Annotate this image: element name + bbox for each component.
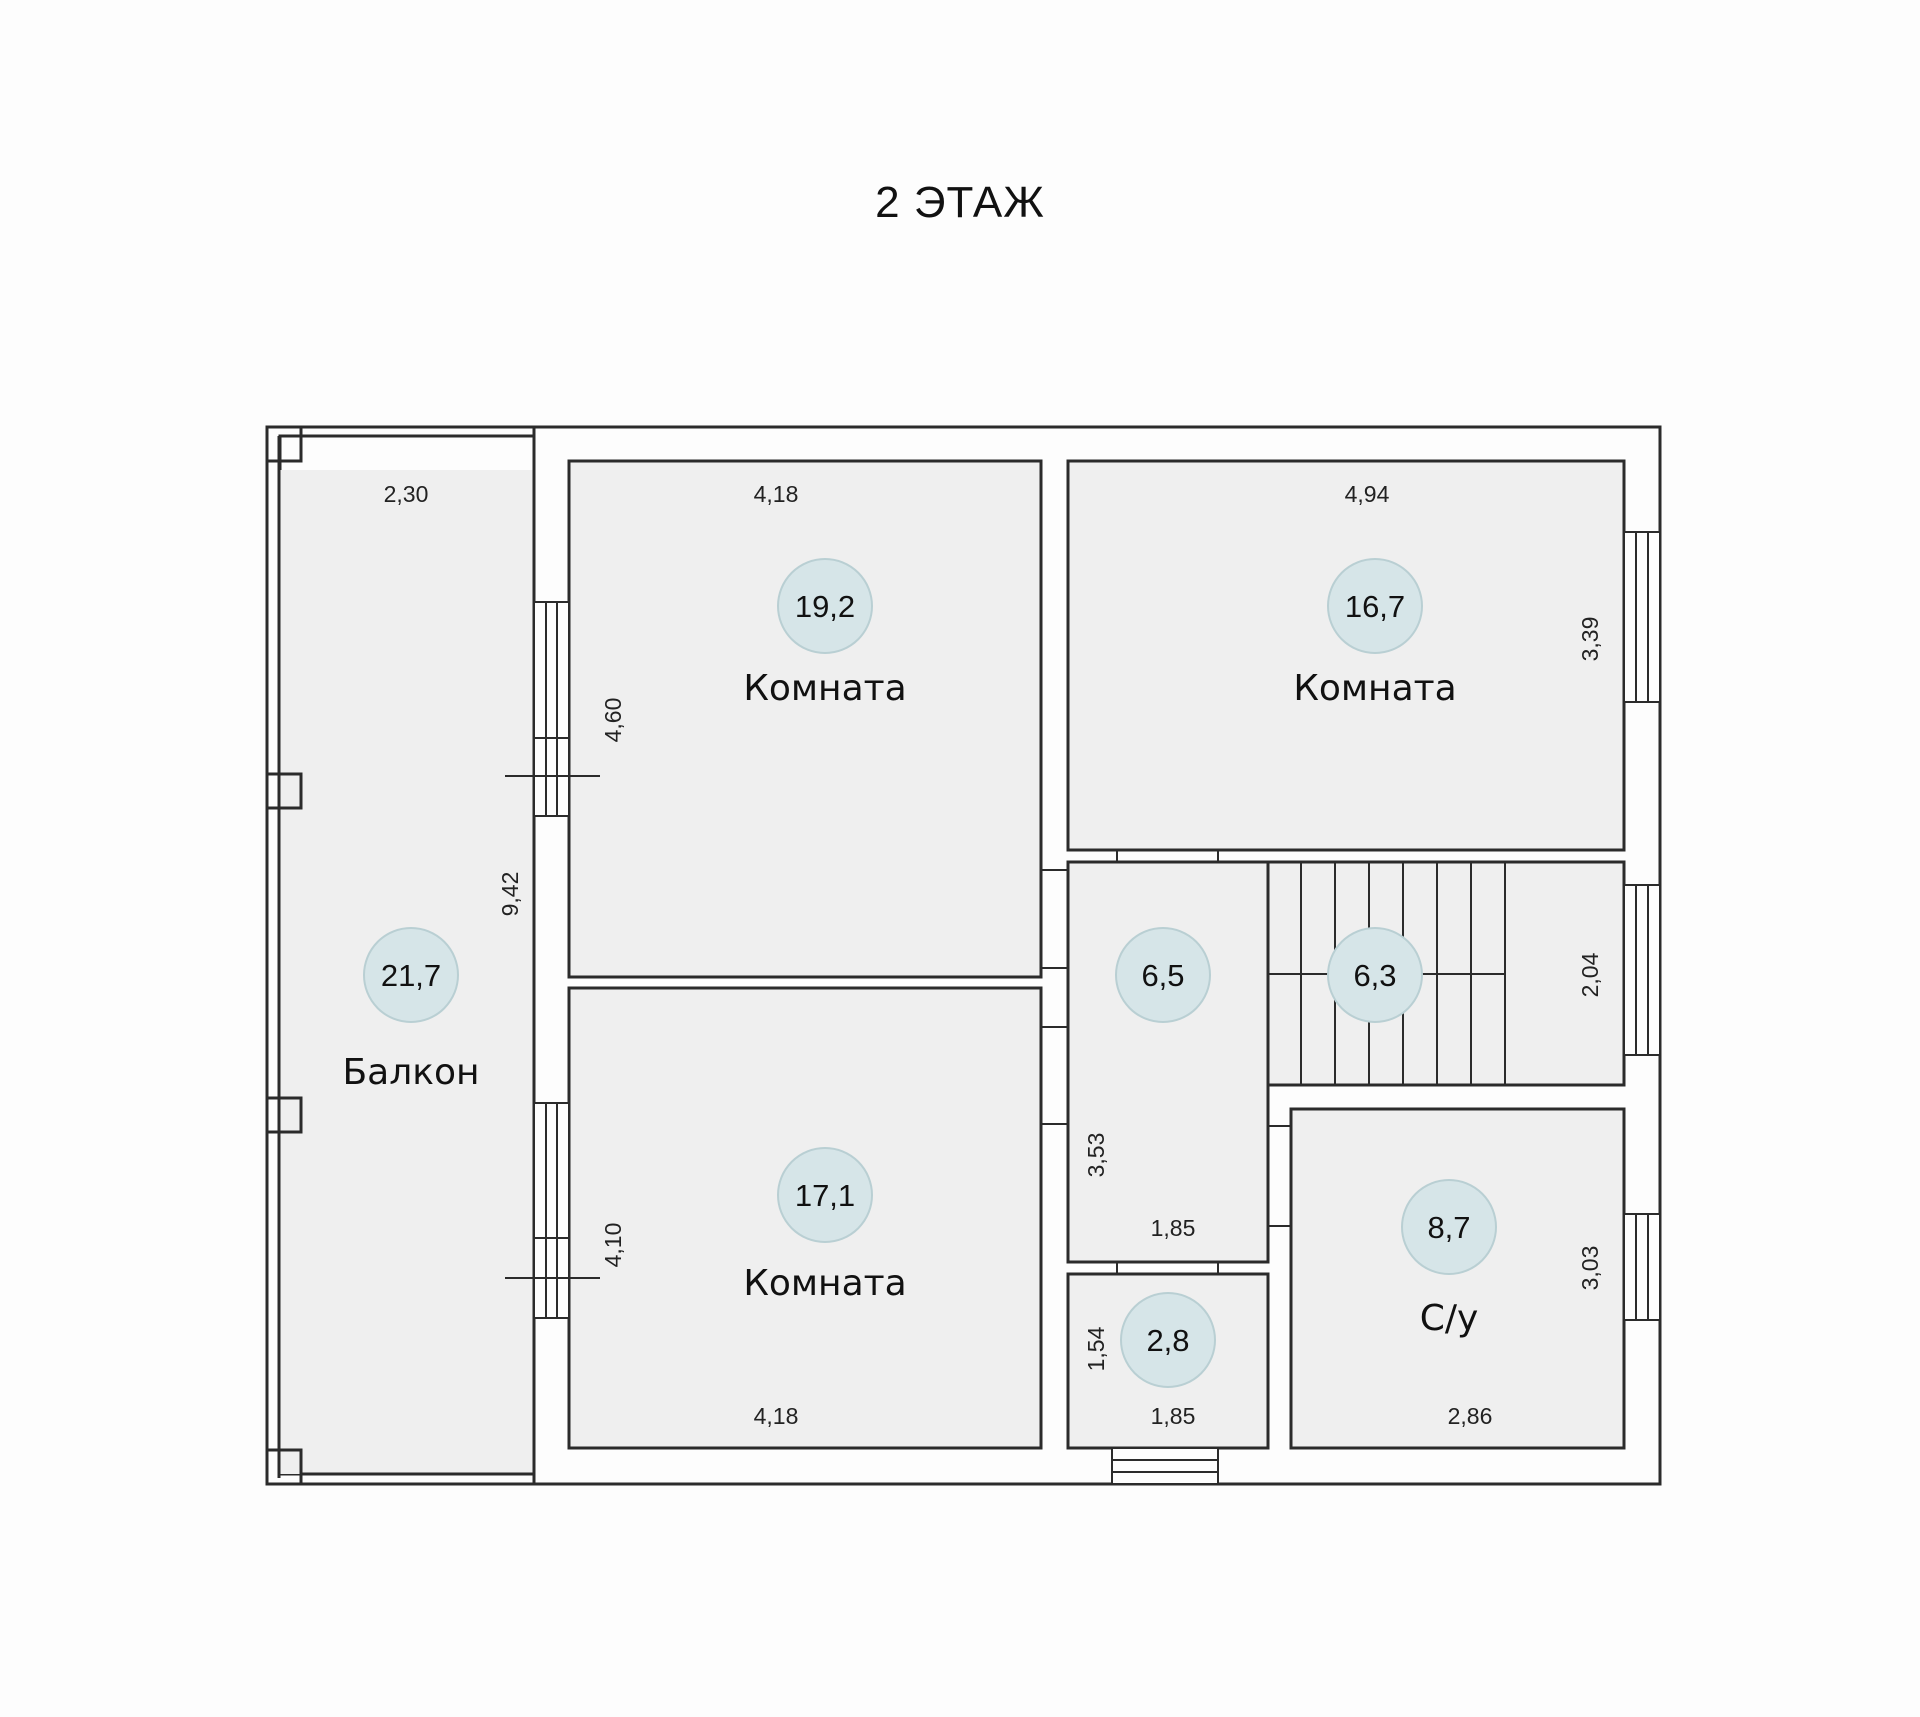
- room-name-top-right: Комната: [1293, 668, 1456, 709]
- dim-bathroom-height: 3,03: [1577, 1246, 1603, 1291]
- window-right-middle: [1623, 884, 1661, 1056]
- area-badge-room-top-left: [777, 558, 873, 654]
- window-top-left: [505, 601, 600, 817]
- area-value-small-room: 2,8: [1146, 1323, 1189, 1358]
- area-badge-room-bottom-left: [777, 1147, 873, 1243]
- area-value-stairs: 6,3: [1353, 958, 1396, 993]
- area-value-room-top-right: 16,7: [1345, 589, 1405, 624]
- balcony-post: [265, 1096, 303, 1134]
- dim-small-room-height: 1,54: [1083, 1326, 1109, 1371]
- area-badge-room-top-right: [1327, 558, 1423, 654]
- room-name-bottom-left: Комната: [743, 1263, 906, 1304]
- room-name-balcony: Балкон: [342, 1052, 479, 1093]
- area-badge-bathroom: [1401, 1179, 1497, 1275]
- room-name-top-left: Комната: [743, 668, 906, 709]
- dim-room-top-left-width: 4,18: [754, 481, 799, 507]
- dim-balcony-length: 9,42: [497, 872, 523, 917]
- area-value-balcony: 21,7: [381, 958, 441, 993]
- dim-room-top-left-height: 4,60: [600, 698, 626, 743]
- area-badge-stairs: [1327, 927, 1423, 1023]
- window-right-top: [1623, 531, 1661, 703]
- area-badge-small-room: [1120, 1292, 1216, 1388]
- dim-hall-height: 3,53: [1083, 1133, 1109, 1178]
- dim-room-bottom-left-height: 4,10: [600, 1223, 626, 1268]
- dim-bathroom-width: 2,86: [1448, 1403, 1493, 1429]
- area-badge-balcony: [363, 927, 459, 1023]
- room-name-bathroom: С/у: [1420, 1298, 1479, 1339]
- room-top-left: [567, 459, 1043, 979]
- balcony-post: [265, 772, 303, 810]
- dim-small-room-width: 1,85: [1151, 1403, 1196, 1429]
- window-bottom: [1111, 1447, 1219, 1485]
- dim-room-bottom-left-width: 4,18: [754, 1403, 799, 1429]
- area-value-hall: 6,5: [1141, 958, 1184, 993]
- floor-title: 2 ЭТАЖ: [875, 178, 1045, 227]
- door-openings: [1041, 850, 1291, 1274]
- area-value-bathroom: 8,7: [1427, 1210, 1470, 1245]
- area-badge-hall: [1115, 927, 1211, 1023]
- area-value-room-top-left: 19,2: [795, 589, 855, 624]
- window-bottom-left: [505, 1102, 600, 1319]
- dim-room-top-right-width: 4,94: [1345, 481, 1390, 507]
- hall: [1066, 860, 1270, 1264]
- dim-room-top-right-height: 3,39: [1577, 617, 1603, 662]
- balcony-post: [265, 1448, 303, 1486]
- balcony-post: [265, 425, 303, 463]
- room-top-right: [1066, 459, 1626, 852]
- dim-stairs-height: 2,04: [1577, 952, 1603, 997]
- area-value-room-bottom-left: 17,1: [795, 1178, 855, 1213]
- bathroom: [1289, 1107, 1626, 1450]
- dim-hall-width: 1,85: [1151, 1215, 1196, 1241]
- window-right-bottom: [1623, 1213, 1661, 1321]
- dim-balcony-top: 2,30: [384, 481, 429, 507]
